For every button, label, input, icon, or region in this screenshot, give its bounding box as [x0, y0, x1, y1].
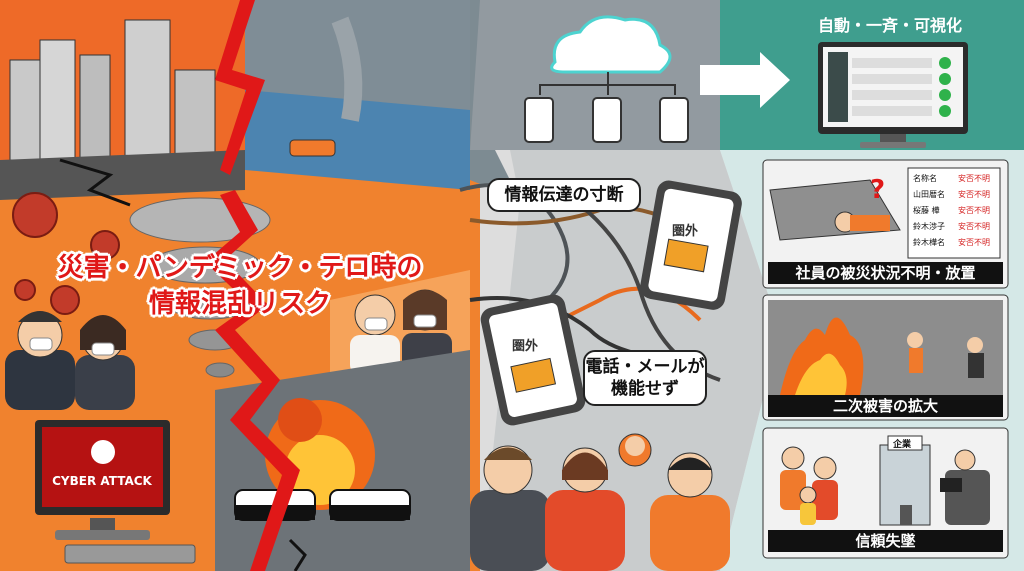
status-name: 鈴木樺名: [913, 237, 945, 247]
status-value: 安否不明: [958, 237, 990, 247]
headline-line-2: 情報混乱リスク: [148, 289, 331, 319]
headline-line-1: 災害・パンデミック・テロ時の: [57, 253, 423, 283]
collapsed-city-scene: [0, 0, 245, 207]
dashboard-monitor: [818, 42, 968, 148]
bubble-phone: 電話・メールが 機能せず: [583, 350, 707, 406]
status-name: 名称名: [913, 173, 937, 183]
bubble-phone-line-1: 電話・メールが: [585, 357, 705, 377]
panel-caption-3: 信頼失墜: [768, 530, 1003, 552]
storm-flood-scene: [245, 0, 470, 190]
bubble-phone-line-2: 機能せず: [611, 379, 679, 399]
status-name: 山田暦名: [913, 189, 945, 199]
status-name: 桜藤 樺: [913, 205, 940, 215]
top-right-caption: 自動・一斉・可視化: [818, 16, 963, 35]
status-name: 鈴木渉子: [913, 221, 945, 231]
masked-people-left: [5, 311, 135, 410]
status-value: 安否不明: [958, 205, 990, 215]
right-panels: ?: [762, 159, 1009, 559]
company-sign: 企業: [892, 438, 912, 450]
cyber-monitor: [35, 420, 196, 564]
phone-badge-1: 圏外: [672, 223, 698, 239]
svg-text:?: ?: [870, 175, 885, 205]
monitor-text: CYBER ATTACK: [52, 474, 152, 488]
worried-people: [470, 433, 730, 571]
phone-badge-2: 圏外: [512, 338, 538, 354]
bubble-disruption: 情報伝達の寸断: [487, 178, 641, 212]
cloud-devices: [524, 15, 689, 143]
status-value: 安否不明: [958, 189, 990, 199]
panel-caption-2: 二次被害の拡大: [768, 395, 1003, 417]
no-signal-phones: [480, 180, 742, 426]
virus-icons: [12, 192, 120, 315]
panel-caption-1: 社員の被災状況不明・放置: [768, 262, 1003, 284]
status-value: 安否不明: [958, 173, 990, 183]
status-value: 安否不明: [958, 221, 990, 231]
status-list: 名称名 安否不明 山田暦名 安否不明 桜藤 樺 安否不明 鈴木渉子 安否不明 鈴…: [913, 173, 990, 247]
headline: 災害・パンデミック・テロ時の 情報混乱リスク: [40, 250, 440, 322]
